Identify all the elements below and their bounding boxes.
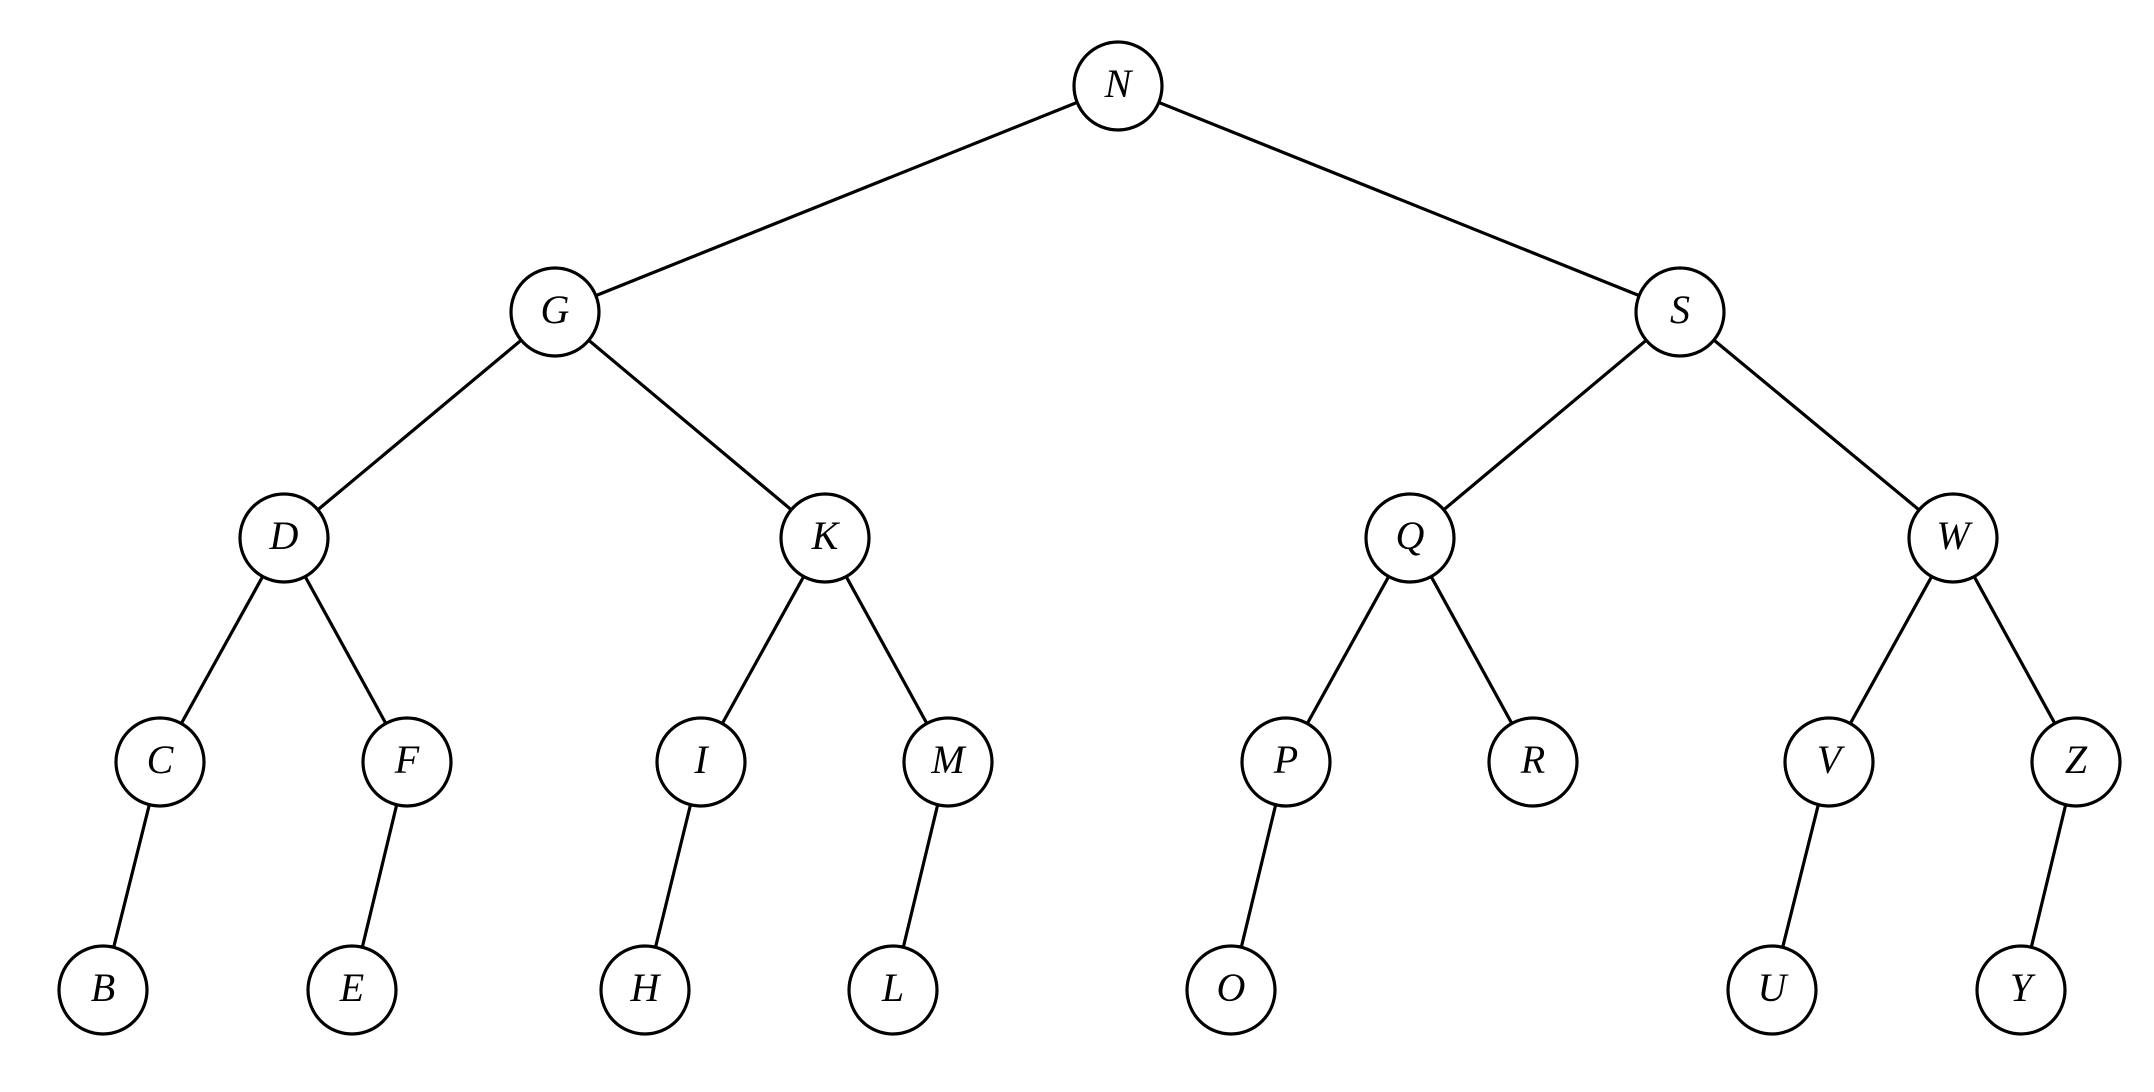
node-label: Q [1396, 513, 1425, 558]
node-circle [509, 266, 601, 358]
tree-node-B: B [57, 944, 149, 1036]
node-label: U [1758, 965, 1790, 1010]
node-label: F [394, 737, 420, 782]
node-label: P [1273, 737, 1298, 782]
node-circle [655, 716, 747, 808]
node-label: B [91, 965, 115, 1010]
node-circle [779, 492, 871, 584]
tree-node-S: S [1634, 266, 1726, 358]
node-circle [2030, 716, 2122, 808]
edge-S-Q [1408, 310, 1682, 540]
node-circle [1364, 492, 1456, 584]
node-label: K [811, 513, 841, 558]
node-circle [361, 716, 453, 808]
edge-G-D [282, 310, 557, 540]
node-circle [306, 944, 398, 1036]
node-circle [1072, 40, 1164, 132]
node-label: N [1104, 61, 1134, 106]
tree-node-K: K [779, 492, 871, 584]
tree-node-O: O [1185, 944, 1277, 1036]
node-label: Y [2010, 965, 2036, 1010]
node-label: S [1670, 287, 1690, 332]
node-label: L [881, 965, 904, 1010]
edge-S-W [1678, 310, 1955, 540]
tree-node-Q: Q [1364, 492, 1456, 584]
node-circle [1634, 266, 1726, 358]
node-circle [847, 944, 939, 1036]
node-circle [1240, 716, 1332, 808]
node-circle [57, 944, 149, 1036]
tree-node-C: C [114, 716, 206, 808]
node-label: R [1520, 737, 1545, 782]
node-label: D [269, 513, 299, 558]
tree-node-W: W [1907, 492, 1999, 584]
node-label: C [147, 737, 175, 782]
tree-node-Z: Z [2030, 716, 2122, 808]
node-circle [1726, 944, 1818, 1036]
node-label: H [630, 965, 662, 1010]
node-circle [238, 492, 330, 584]
node-circle [114, 716, 206, 808]
tree-node-E: E [306, 944, 398, 1036]
tree-node-R: R [1487, 716, 1579, 808]
tree-node-Y: Y [1975, 944, 2067, 1036]
tree-node-H: H [599, 944, 691, 1036]
node-circle [1907, 492, 1999, 584]
tree-node-L: L [847, 944, 939, 1036]
node-label: E [339, 965, 364, 1010]
node-circle [599, 944, 691, 1036]
edges-layer [101, 84, 2078, 992]
tree-node-V: V [1783, 716, 1875, 808]
tree-node-G: G [509, 266, 601, 358]
tree-node-I: I [655, 716, 747, 808]
node-label: M [930, 737, 967, 782]
node-label: G [541, 287, 570, 332]
tree-node-F: F [361, 716, 453, 808]
node-label: O [1217, 965, 1246, 1010]
tree-node-D: D [238, 492, 330, 584]
tree-node-P: P [1240, 716, 1332, 808]
edge-N-S [1116, 84, 1682, 314]
node-label: Z [2065, 737, 2088, 782]
node-circle [902, 716, 994, 808]
nodes-layer: N G S D K Q W C F I M P R V Z B E H L O U Y [57, 40, 2122, 1036]
node-label: W [1936, 513, 1973, 558]
node-circle [1185, 944, 1277, 1036]
tree-node-M: M [902, 716, 994, 808]
edge-G-K [553, 310, 827, 540]
node-circle [1975, 944, 2067, 1036]
tree-node-U: U [1726, 944, 1818, 1036]
node-circle [1783, 716, 1875, 808]
node-label: I [693, 737, 709, 782]
tree-node-N: N [1072, 40, 1164, 132]
node-label: V [1817, 737, 1846, 782]
edge-N-G [553, 84, 1120, 314]
node-circle [1487, 716, 1579, 808]
